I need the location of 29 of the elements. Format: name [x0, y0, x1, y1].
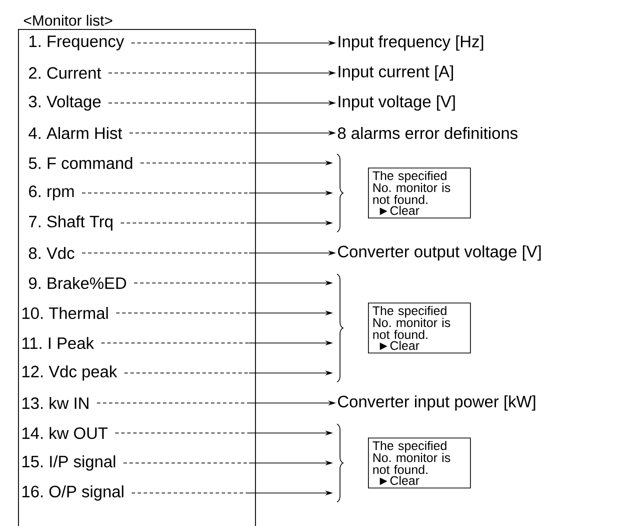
list-item: 7. Shaft Trq	[29, 215, 112, 231]
list-item: 8. Vdc	[28, 246, 74, 260]
node-label: <Monitor list>	[24, 14, 112, 26]
brace	[336, 274, 344, 382]
message-box: The specified No. monitor is not found. ►Clear	[368, 438, 471, 488]
brace	[336, 154, 344, 232]
list-item: 15. I/P signal	[22, 455, 116, 471]
list-item: 2. Current	[29, 67, 102, 79]
list-item: 13. kw IN	[22, 396, 88, 410]
description-text: Converter output voltage [V]	[338, 245, 541, 261]
list-item: 14. kw OUT	[22, 426, 108, 440]
list-item: 1. Frequency	[29, 36, 124, 50]
description-text: Input current [A]	[338, 65, 453, 81]
description-text: Input frequency [Hz]	[338, 35, 484, 51]
list-item: 10. Thermal	[22, 306, 108, 320]
list-item: 11. I Peak	[22, 336, 94, 350]
brace	[336, 424, 344, 502]
description-text: Converter input power [kW]	[338, 395, 536, 411]
list-item: 4. Alarm Hist	[28, 126, 122, 140]
message-box: The specified No. monitor is not found. ►Clear	[368, 302, 471, 354]
list-item: 12. Vdc peak	[22, 365, 118, 381]
message-box: The specified No. monitor is not found. ►Clear	[368, 168, 471, 218]
list-item: 3. Voltage	[28, 95, 101, 111]
list-item: 5. F command	[28, 156, 132, 170]
list-item: 16. O/P signal	[22, 485, 124, 501]
description-text: Input voltage [V]	[338, 95, 455, 111]
list-item: 9. Brake%ED	[28, 276, 126, 290]
description-text: 8 alarms error definitions	[338, 126, 518, 140]
list-item: 6. rpm	[29, 186, 74, 200]
